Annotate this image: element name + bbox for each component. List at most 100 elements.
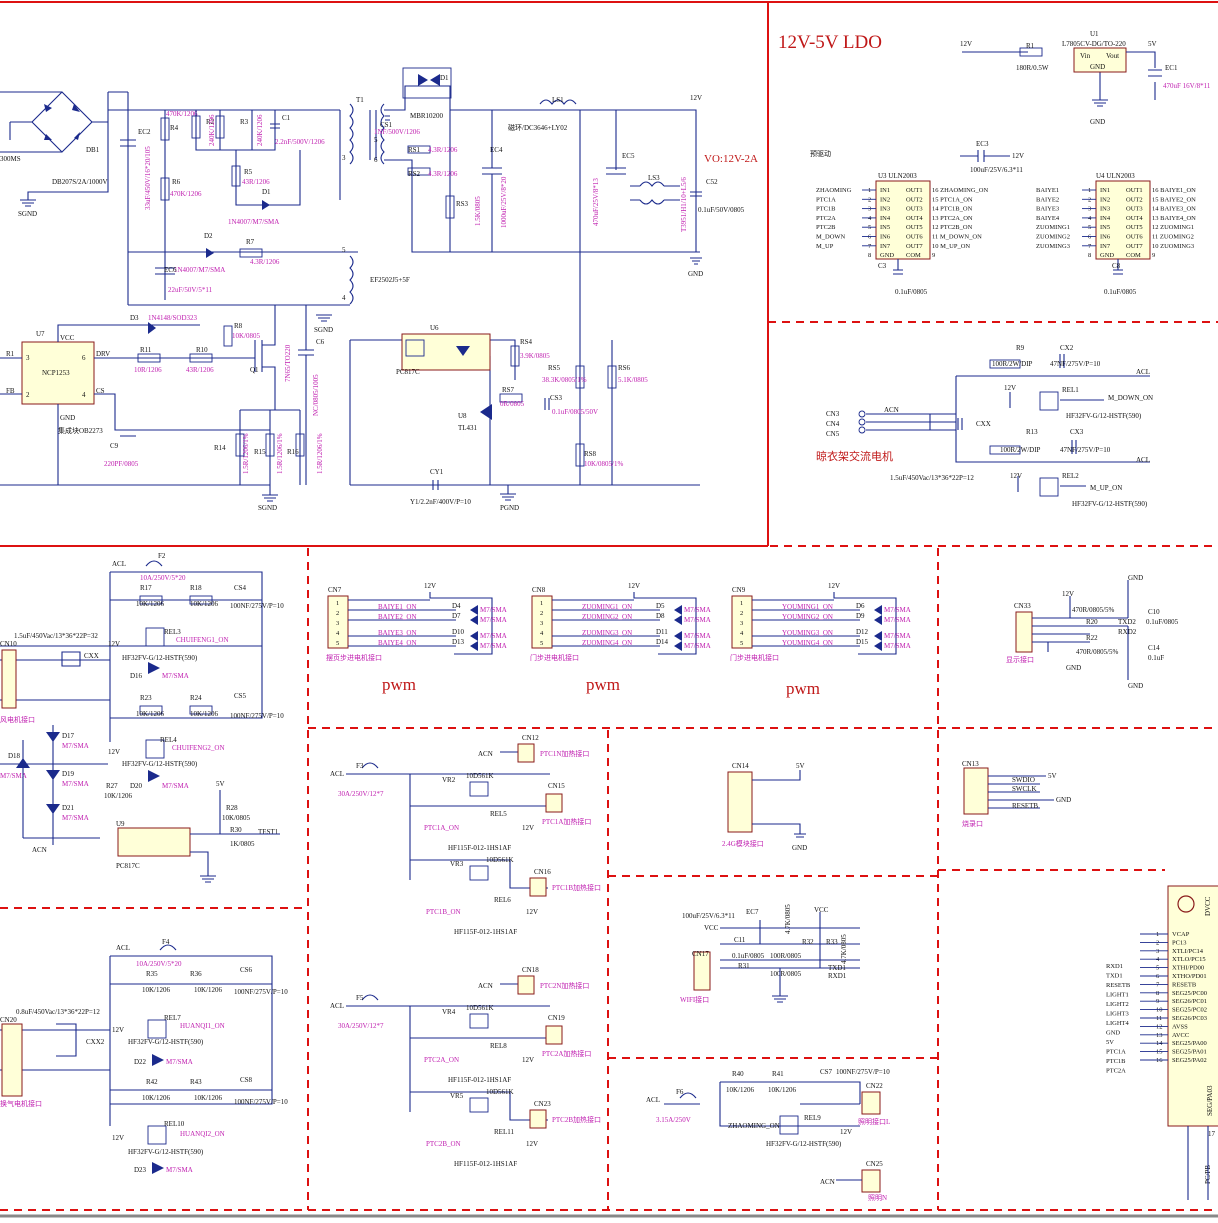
svg-text:HF32FV-G/12-HSTF(590): HF32FV-G/12-HSTF(590): [1066, 412, 1142, 420]
svg-text:M7/SMA: M7/SMA: [162, 782, 189, 790]
net-label: BAIYE1: [1036, 187, 1059, 194]
svg-text:12V: 12V: [112, 1026, 124, 1034]
pin-number: 2: [540, 610, 543, 617]
pin-number: 13: [1156, 1032, 1163, 1039]
pin-number: 3: [540, 620, 543, 627]
svg-text:R8: R8: [234, 322, 243, 330]
uln-in-pin: IN6: [1100, 234, 1111, 241]
svg-text:12V: 12V: [960, 40, 972, 48]
svg-text:1N4007/M7/SMA: 1N4007/M7/SMA: [174, 266, 225, 274]
net-label: PTC1A_ON: [424, 824, 459, 832]
pin-number: 5: [868, 224, 871, 231]
svg-text:HF32FV-G/12-HSTF(590): HF32FV-G/12-HSTF(590): [766, 1140, 842, 1148]
svg-text:4.3R/1206: 4.3R/1206: [428, 146, 458, 154]
connector-name: CN18: [522, 966, 539, 974]
relay-part: HF115F-012-1HS1AF: [448, 844, 511, 852]
svg-text:HF32FV-G/12-HSTF(590): HF32FV-G/12-HSTF(590): [122, 654, 198, 662]
net-label: TXD1: [1106, 973, 1123, 980]
u7-controller: U7 NCP1253 VCC DRV CS FB R1 GND 集成块OB227…: [6, 330, 110, 435]
svg-text:D21: D21: [62, 804, 75, 812]
net-label: PTC1B_ON: [426, 908, 461, 916]
uln-in-pin: IN1: [1100, 187, 1110, 194]
svg-text:100R/2W/DIP: 100R/2W/DIP: [992, 360, 1033, 368]
svg-text:10K/1206: 10K/1206: [136, 600, 165, 608]
svg-text:ACN: ACN: [32, 846, 47, 854]
diode-name: D14: [656, 638, 669, 646]
svg-text:C10: C10: [1148, 608, 1160, 616]
svg-text:R40: R40: [732, 1070, 744, 1078]
svg-text:CS6: CS6: [240, 966, 253, 974]
pin-number: 2: [740, 610, 743, 617]
connector: [529, 1109, 547, 1129]
connector: [545, 793, 563, 813]
svg-text:VCC: VCC: [60, 334, 75, 342]
svg-text:ACL: ACL: [1136, 456, 1150, 464]
diode-name: D11: [656, 628, 668, 636]
svg-text:R16: R16: [287, 448, 299, 456]
net-label: YOUMING1_ON: [782, 603, 833, 611]
svg-text:TEST1: TEST1: [258, 828, 279, 836]
net-label: 12 PTC2B_ON: [932, 224, 973, 231]
svg-text:C6: C6: [316, 338, 325, 346]
diode-name: D6: [856, 602, 865, 610]
svg-text:CN3: CN3: [826, 410, 840, 418]
connector-name: CN12: [522, 734, 539, 742]
net-label: M_DOWN: [816, 234, 846, 241]
varistor: VR4: [442, 1008, 456, 1016]
svg-text:RESETB: RESETB: [1012, 802, 1038, 810]
varistor-value: 10D561K: [466, 1004, 494, 1012]
svg-text:CXX2: CXX2: [86, 1038, 105, 1046]
varistor: VR3: [450, 860, 464, 868]
svg-text:0.1uF/0805: 0.1uF/0805: [732, 952, 765, 960]
net-label: ZUOMING4_ON: [582, 639, 632, 647]
svg-text:4.7K/0805: 4.7K/0805: [840, 934, 848, 964]
svg-text:R10: R10: [196, 346, 208, 354]
svg-text:TXD2: TXD2: [1118, 618, 1136, 626]
svg-text:5: 5: [374, 136, 378, 144]
diode-name: D10: [452, 628, 465, 636]
svg-text:10K/1206: 10K/1206: [190, 710, 219, 718]
diode-part: M7/SMA: [684, 642, 711, 650]
svg-text:R15: R15: [254, 448, 266, 456]
svg-text:5V: 5V: [1048, 772, 1057, 780]
diode-part: M7/SMA: [684, 616, 711, 624]
svg-text:CS8: CS8: [240, 1076, 253, 1084]
svg-text:38.3K/0805/1%: 38.3K/0805/1%: [542, 376, 587, 384]
svg-text:U6: U6: [430, 324, 439, 332]
svg-text:LS3: LS3: [648, 174, 660, 182]
mcu-pin: SEG25/PA00: [1172, 1040, 1207, 1047]
svg-text:3.15A/250V: 3.15A/250V: [656, 1116, 691, 1124]
connector: [731, 595, 753, 649]
pin-number: 2: [1088, 196, 1091, 203]
uln-out-pin: OUT2: [906, 196, 923, 203]
svg-text:2: 2: [26, 391, 30, 399]
pin-number: 6: [1156, 973, 1160, 980]
mcu-pin: SEG26/PC01: [1172, 998, 1207, 1005]
svg-text:REL3: REL3: [164, 628, 181, 636]
net-label: M_UP: [816, 243, 834, 250]
svg-text:4.3R/1206: 4.3R/1206: [428, 170, 458, 178]
net-label: 13 BAIYE4_ON: [1152, 215, 1196, 222]
wire: [633, 592, 697, 655]
svg-text:10R/1206: 10R/1206: [134, 366, 162, 374]
diode: [470, 641, 478, 651]
pin-number: 7: [1088, 243, 1092, 250]
net-label: LIGHT3: [1106, 1011, 1129, 1018]
svg-text:T1: T1: [356, 96, 364, 104]
net-acn: ACN: [478, 982, 493, 990]
svg-text:RS4: RS4: [520, 338, 533, 346]
svg-text:D16: D16: [130, 672, 143, 680]
uln-in-pin: GND: [880, 252, 894, 259]
svg-text:1.5uF/450Vac/13*36*22P=12: 1.5uF/450Vac/13*36*22P=12: [890, 474, 974, 482]
svg-text:0.1uF/0805/50V: 0.1uF/0805/50V: [552, 408, 598, 416]
svg-text:U3 ULN2003: U3 ULN2003: [878, 172, 917, 180]
svg-text:Vout: Vout: [1106, 52, 1119, 60]
svg-text:GND: GND: [792, 844, 807, 852]
svg-text:470uF 16V/8*11: 470uF 16V/8*11: [1163, 82, 1211, 90]
fuse-value: 30A/250V/12*7: [338, 790, 384, 798]
svg-text:D1: D1: [440, 74, 449, 82]
svg-text:SEG/PA03: SEG/PA03: [1206, 1085, 1214, 1116]
svg-text:1NF/500V/1206: 1NF/500V/1206: [374, 128, 420, 136]
